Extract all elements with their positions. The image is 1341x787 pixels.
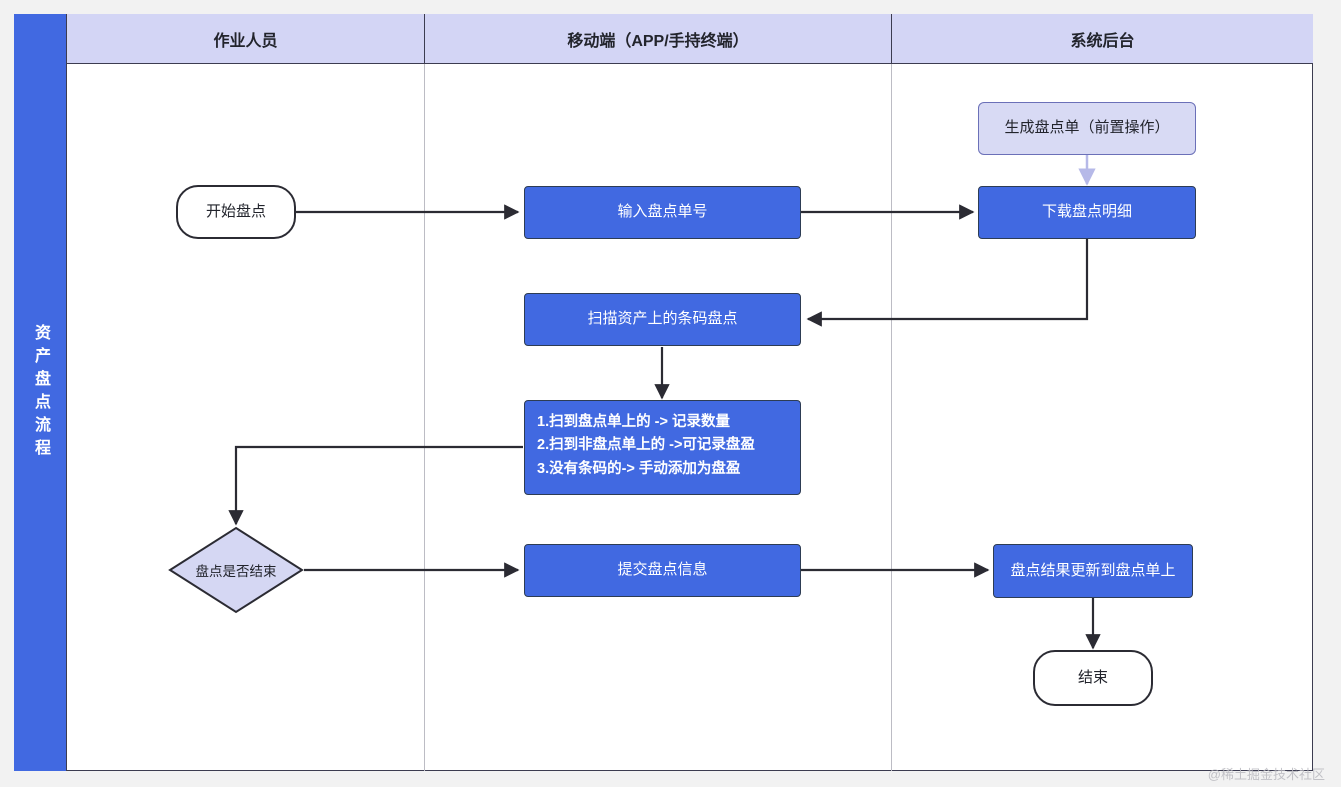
node-scan-asset-barcode[interactable]: 扫描资产上的条码盘点 xyxy=(524,293,801,346)
node-scan-rule-2: 2.扫到非盘点单上的 ->可记录盘盈 xyxy=(537,437,755,454)
column-header-mobile: 移动端（APP/手持终端） xyxy=(424,14,891,64)
node-download-inventory-detail[interactable]: 下载盘点明细 xyxy=(978,186,1196,239)
node-scan-rule-1: 1.扫到盘点单上的 -> 记录数量 xyxy=(537,414,730,430)
node-scan-rules[interactable]: 1.扫到盘点单上的 -> 记录数量 2.扫到非盘点单上的 ->可记录盘盈 3.没… xyxy=(524,400,801,495)
node-submit-inventory-info[interactable]: 提交盘点信息 xyxy=(524,544,801,597)
node-decision-inventory-finished[interactable]: 盘点是否结束 xyxy=(168,526,304,614)
column-divider-1 xyxy=(424,64,425,771)
column-header-backend: 系统后台 xyxy=(891,14,1313,64)
node-scan-asset-barcode-label: 扫描资产上的条码盘点 xyxy=(587,310,738,328)
node-update-result-to-order-label: 盘点结果更新到盘点单上 xyxy=(1010,561,1176,579)
node-input-order-number-label: 输入盘点单号 xyxy=(617,203,708,221)
node-start-inventory-label: 开始盘点 xyxy=(205,202,266,220)
column-divider-2 xyxy=(891,64,892,771)
column-header-mobile-label: 移动端（APP/手持终端） xyxy=(567,32,749,50)
node-end[interactable]: 结束 xyxy=(1033,650,1153,706)
decision-diamond-shape xyxy=(168,526,304,614)
node-submit-inventory-info-label: 提交盘点信息 xyxy=(617,561,708,579)
column-header-backend-label: 系统后台 xyxy=(1070,32,1135,50)
node-decision-inventory-finished-label: 盘点是否结束 xyxy=(195,564,277,579)
node-input-order-number[interactable]: 输入盘点单号 xyxy=(524,186,801,239)
watermark: @稀土掘金技术社区 xyxy=(1207,767,1325,782)
node-generate-inventory-order[interactable]: 生成盘点单（前置操作） xyxy=(978,102,1196,155)
node-start-inventory[interactable]: 开始盘点 xyxy=(176,185,296,239)
node-end-label: 结束 xyxy=(1077,668,1108,686)
lane-title-label: 资产盘点流程 xyxy=(32,323,49,462)
node-generate-inventory-order-label: 生成盘点单（前置操作） xyxy=(1004,119,1170,137)
lane-title-asset-inventory: 资产盘点流程 xyxy=(14,14,67,771)
node-update-result-to-order[interactable]: 盘点结果更新到盘点单上 xyxy=(993,544,1193,598)
node-scan-rule-3: 3.没有条码的-> 手动添加为盘盈 xyxy=(537,460,741,477)
column-header-operator-label: 作业人员 xyxy=(213,32,278,50)
column-header-operator: 作业人员 xyxy=(67,14,424,64)
node-download-inventory-detail-label: 下载盘点明细 xyxy=(1041,203,1132,221)
